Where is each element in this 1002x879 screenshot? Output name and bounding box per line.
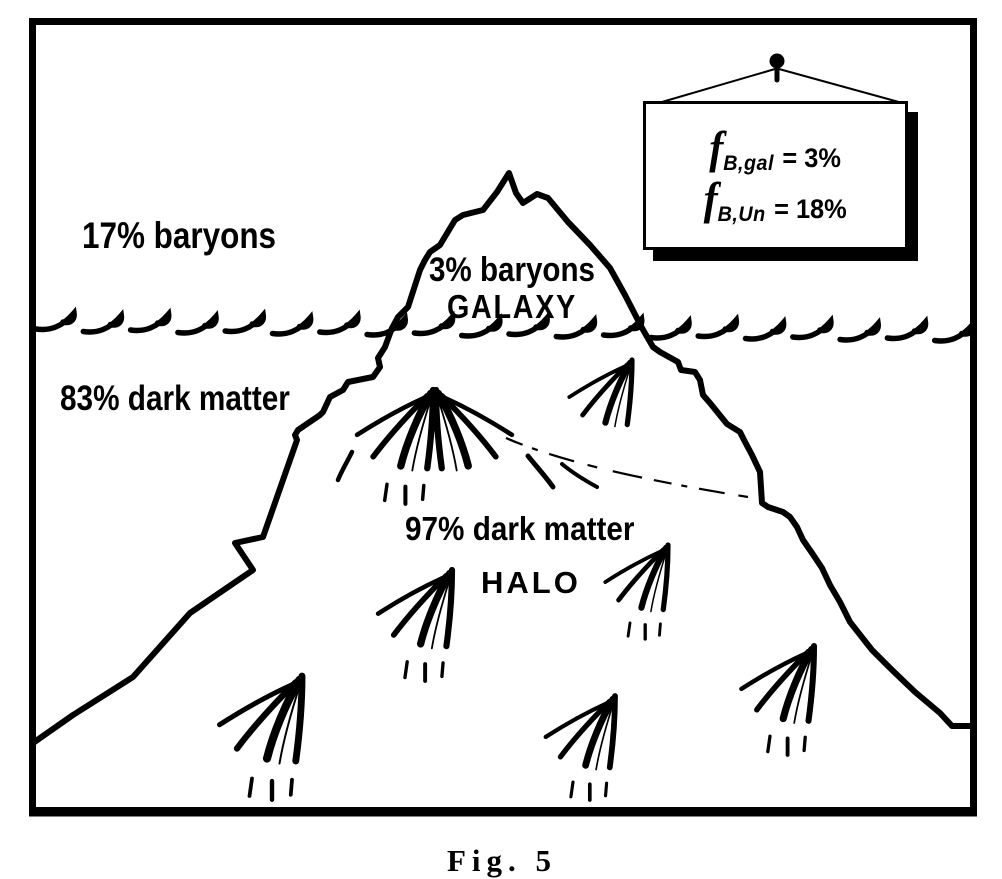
fraction-value: = 18% <box>774 193 848 224</box>
label-iceberg-tip: 3% baryons GALAXY <box>416 253 607 323</box>
crevasse-marks <box>220 360 815 800</box>
sign-strings <box>654 68 907 105</box>
label-halo-darkmatter: 97% dark matter <box>405 510 635 547</box>
f-symbol: f <box>703 173 719 224</box>
label-tip-baryons: 3% baryons <box>428 251 596 289</box>
figure-drawing <box>29 18 977 817</box>
label-tip-galaxy: GALAXY <box>446 287 578 325</box>
crevasse-dashed-line <box>505 436 749 499</box>
figure-canvas: fB,gal= 3% fB,Un= 18% 17% baryons 83% da… <box>29 18 977 878</box>
f-subscript: B,gal <box>723 152 775 176</box>
sign-line-2: fB,Un = 18% <box>703 173 848 226</box>
f-symbol: f <box>709 123 724 174</box>
waterline-waves <box>33 306 976 344</box>
label-halo: HALO <box>481 565 581 600</box>
fraction-value: = 3% <box>782 143 842 174</box>
sign-line-1: fB,gal = 3% <box>709 123 842 176</box>
label-above-water: 17% baryons <box>82 215 277 256</box>
f-subscript: B,Un <box>718 202 766 226</box>
pin-icon <box>769 53 785 83</box>
label-below-water: 83% dark matter <box>60 379 290 418</box>
figure-caption: Fig. 5 <box>447 843 558 878</box>
sign-board: fB,gal= 3% fB,Un= 18% <box>643 101 908 250</box>
iceberg-outline <box>30 170 974 746</box>
